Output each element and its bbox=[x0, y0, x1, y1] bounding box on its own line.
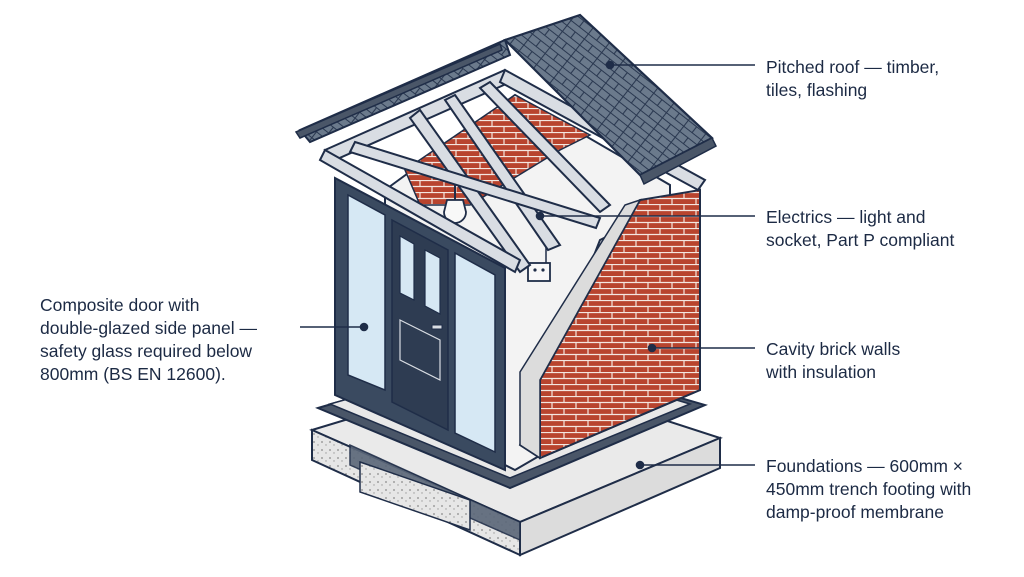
composite-door-unit bbox=[334, 176, 506, 472]
bulb-icon bbox=[443, 199, 467, 224]
label-line: damp-proof membrane bbox=[766, 502, 944, 522]
cavity-brick-wall bbox=[518, 188, 701, 460]
label-line: Foundations — 600mm × bbox=[766, 456, 963, 476]
label-line: Pitched roof — timber, bbox=[766, 57, 940, 77]
label-line: safety glass required below bbox=[40, 341, 253, 361]
label-foundations: Foundations — 600mm × 450mm trench footi… bbox=[766, 455, 971, 524]
label-composite-door: Composite door with double-glazed side p… bbox=[40, 294, 257, 386]
label-line: double-glazed side panel — bbox=[40, 318, 257, 338]
label-line: socket, Part P compliant bbox=[766, 230, 955, 250]
label-line: 800mm (BS EN 12600). bbox=[40, 364, 226, 384]
leader-lines bbox=[300, 60, 755, 470]
label-line: Cavity brick walls bbox=[766, 339, 901, 359]
label-cavity-walls: Cavity brick walls with insulation bbox=[766, 338, 900, 384]
label-line: with insulation bbox=[766, 362, 876, 382]
roof-tiles bbox=[294, 13, 717, 186]
label-line: 450mm trench footing with bbox=[766, 479, 972, 499]
label-line: Composite door with bbox=[40, 295, 200, 315]
label-line: tiles, flashing bbox=[766, 80, 868, 100]
label-electrics: Electrics — light and socket, Part P com… bbox=[766, 206, 954, 252]
label-pitched-roof: Pitched roof — timber, tiles, flashing bbox=[766, 56, 939, 102]
label-line: Electrics — light and bbox=[766, 207, 926, 227]
